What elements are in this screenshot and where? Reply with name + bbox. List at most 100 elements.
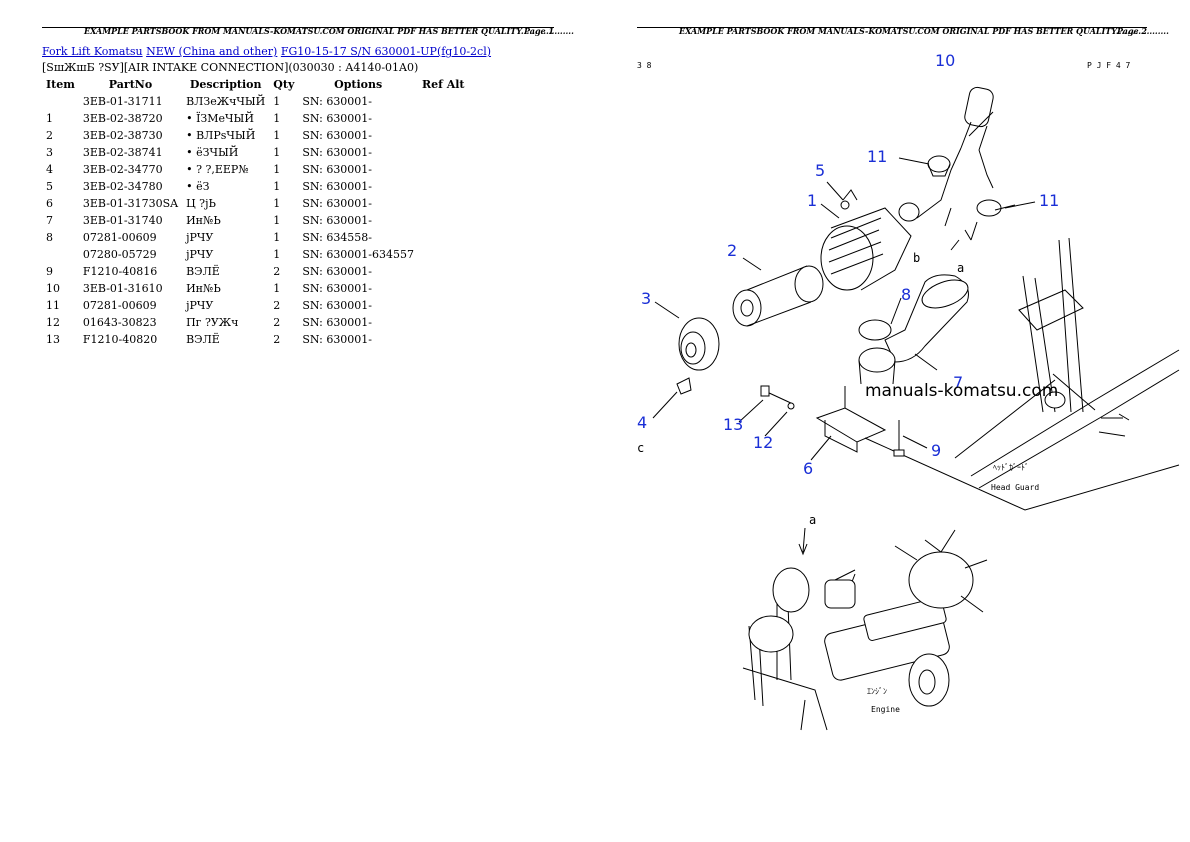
row-partno: 3EB-01-31740 <box>82 214 163 227</box>
row-partno: 3EB-02-38741 <box>82 146 163 159</box>
row-item: 2 <box>46 129 53 142</box>
row-item: 9 <box>46 265 53 278</box>
row-options: SN: 630001- <box>302 163 373 176</box>
row-options: SN: 630001- <box>302 146 373 159</box>
letter-b: b <box>913 251 920 265</box>
row-options: SN: 630001- <box>302 265 373 278</box>
col-header-qty: Qty <box>273 78 295 91</box>
row-options: SN: 630001- <box>302 299 373 312</box>
row-qty: 1 <box>273 180 281 193</box>
bolt-13 <box>760 385 794 405</box>
row-item <box>42 246 79 263</box>
parts-table: Item PartNo Description Qty Options Ref … <box>42 76 469 348</box>
table-header-row: Item PartNo Description Qty Options Ref … <box>42 76 469 93</box>
breadcrumb-link-model[interactable]: FG10-15-17 S/N 630001-UP(fg10-2cl) <box>280 45 492 58</box>
row-description: Ин№Ь <box>186 282 221 295</box>
row-partno: 3EB-02-34770 <box>82 163 163 176</box>
row-description: • ? ?,ЕЕР№ <box>186 163 249 176</box>
row-ref-alt <box>418 263 469 280</box>
leader-7 <box>914 353 938 371</box>
callout-3: 3 <box>641 289 651 308</box>
callout-9: 9 <box>931 441 941 460</box>
row-description: • ВЛРsЧЫЙ <box>186 129 256 142</box>
section-title: [SшЖшБ ?SУ][AIR INTAKE CONNECTION](03003… <box>42 61 419 74</box>
row-partno: 3EB-02-38720 <box>82 112 163 125</box>
air-cleaner-element-2 <box>732 265 824 327</box>
page-number: Page 2 <box>1116 26 1147 36</box>
callout-6: 6 <box>803 459 813 478</box>
breadcrumb-link-region[interactable]: NEW (China and other) <box>146 45 278 58</box>
row-ref-alt <box>418 93 469 110</box>
row-options: SN: 630001- <box>302 333 373 346</box>
engine-label: Engine <box>871 705 900 714</box>
row-qty: 1 <box>273 214 281 227</box>
row-description: • ЇЗМеЧЫЙ <box>186 112 254 125</box>
parts-page-1: EXAMPLE PARTSBOOK FROM MANUALS-KOMATSU.C… <box>42 26 574 348</box>
row-partno: F1210-40820 <box>82 333 158 346</box>
mounting-bracket-6 <box>815 386 1180 511</box>
callout-13: 13 <box>723 415 743 434</box>
leader-11-left <box>898 157 930 165</box>
row-qty: 1 <box>273 112 281 125</box>
row-ref-alt <box>418 127 469 144</box>
row-qty: 1 <box>273 197 281 210</box>
row-partno: 07281-00609 <box>82 231 157 244</box>
hose-clamp-11-right <box>976 199 1016 217</box>
leader-2 <box>742 257 762 271</box>
row-options: SN: 630001- <box>302 282 373 295</box>
row-ref-alt <box>418 161 469 178</box>
row-options: SN: 630001- <box>302 129 373 142</box>
row-qty: 1 <box>273 146 281 159</box>
leader-11-right <box>1004 201 1036 209</box>
row-ref-alt <box>418 246 469 263</box>
row-description: ВЭЛЁ <box>186 265 220 278</box>
row-options: SN: 630001- <box>302 197 373 210</box>
row-description: Ц ?jЬ <box>186 197 216 210</box>
page-header: EXAMPLE PARTSBOOK FROM MANUALS-KOMATSU.C… <box>637 26 1169 36</box>
row-description: Пг ?УЖч <box>186 316 239 329</box>
row-qty: 1 <box>273 231 281 244</box>
row-qty: 1 <box>273 129 281 142</box>
row-options: SN: 630001- <box>302 95 373 108</box>
evacuator-valve-4 <box>676 377 692 395</box>
row-description: ВЭЛЁ <box>186 333 220 346</box>
callout-5: 5 <box>815 161 825 180</box>
row-qty: 2 <box>273 316 281 329</box>
leader-13 <box>738 399 764 423</box>
col-header-ref-alt: Ref Alt <box>422 78 465 91</box>
intake-elbow-7 <box>884 274 969 363</box>
hose-clamp-11-left <box>927 155 951 177</box>
breadcrumb: Fork Lift Komatsu NEW (China and other) … <box>42 45 491 58</box>
col-header-description: Description <box>189 78 262 91</box>
callout-4: 4 <box>637 413 647 432</box>
row-ref-alt <box>418 144 469 161</box>
watermark: manuals-komatsu.com <box>865 381 1058 401</box>
row-item: 4 <box>46 163 53 176</box>
air-cleaner-cap-3 <box>678 317 720 371</box>
row-item: 8 <box>46 231 53 244</box>
row-partno: 3EB-01-31730SA <box>82 197 179 210</box>
row-partno: F1210-40816 <box>82 265 158 278</box>
table-row: 9 F1210-40816 ВЭЛЁ 2 SN: 630001- <box>42 263 469 280</box>
row-item: 5 <box>46 180 53 193</box>
leader-12 <box>764 411 788 437</box>
row-qty: 1 <box>273 95 281 108</box>
row-ref-alt <box>418 212 469 229</box>
row-item: 1 <box>46 112 53 125</box>
callout-1: 1 <box>807 191 817 210</box>
row-options: SN: 630001-634557 <box>302 248 415 261</box>
leader-6 <box>810 435 832 461</box>
row-item: 7 <box>46 214 53 227</box>
arrow-engine-a <box>798 527 808 556</box>
row-options: SN: 634558- <box>302 231 373 244</box>
breadcrumb-link-fork-lift[interactable]: Fork Lift Komatsu <box>42 45 143 58</box>
row-qty: 2 <box>273 265 281 278</box>
row-qty: 1 <box>273 282 281 295</box>
